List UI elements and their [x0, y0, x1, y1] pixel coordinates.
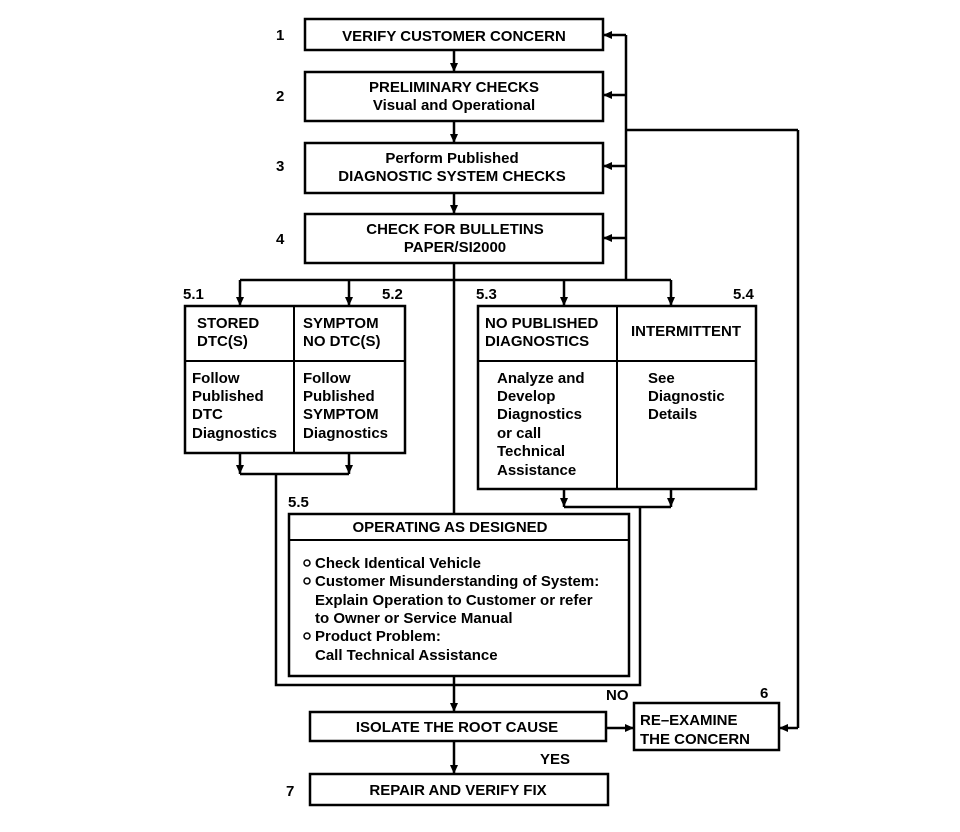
- no-published-body-2: Develop: [497, 388, 555, 405]
- bullet-icon: [303, 577, 311, 585]
- bullet-2-line-3: to Owner or Service Manual: [315, 610, 513, 627]
- symptom-body-4: Diagnostics: [303, 425, 388, 442]
- intermittent-head: INTERMITTENT: [631, 323, 741, 340]
- step-number-1: 1: [276, 27, 284, 44]
- bulletins-line1: CHECK FOR BULLETINS: [366, 221, 544, 238]
- no-label: NO: [606, 687, 629, 704]
- diag-checks-line1: Perform Published: [385, 150, 518, 167]
- re-examine-line-1: RE–EXAMINE: [640, 712, 738, 729]
- box-isolate-root-cause: [308, 710, 608, 743]
- no-published-head-1: NO PUBLISHED: [485, 315, 599, 332]
- step-number-5-4: 5.4: [733, 286, 755, 303]
- box-repair-verify: [308, 772, 610, 807]
- no-published-body-3: Diagnostics: [497, 406, 582, 423]
- step-number-5-1: 5.1: [183, 286, 204, 303]
- symptom-body-1: Follow: [303, 370, 351, 387]
- step-number-5-5: 5.5: [288, 494, 309, 511]
- re-examine-line-2: THE CONCERN: [640, 731, 750, 748]
- symptom-head-1: SYMPTOM: [303, 315, 379, 332]
- intermittent-body-1: See: [648, 370, 675, 387]
- step-number-7: 7: [286, 783, 294, 800]
- bulletins-line2: PAPER/SI2000: [404, 239, 506, 256]
- step-number-5-3: 5.3: [476, 286, 497, 303]
- intermittent-body-2: Diagnostic: [648, 388, 725, 405]
- no-published-body-1: Analyze and: [497, 370, 585, 387]
- stored-dtc-body-1: Follow: [192, 370, 240, 387]
- preliminary-checks-sub: Visual and Operational: [373, 97, 535, 114]
- repair-verify-label: REPAIR AND VERIFY FIX: [369, 782, 546, 799]
- stored-dtc-head-2: DTC(S): [197, 333, 248, 350]
- no-published-body-5: Technical: [497, 443, 565, 460]
- diag-checks-line2: DIAGNOSTIC SYSTEM CHECKS: [338, 168, 566, 185]
- bullet-icon: [303, 632, 311, 640]
- bullet-1-line-1: Check Identical Vehicle: [315, 555, 481, 572]
- stored-dtc-body-2: Published: [192, 388, 264, 405]
- symptom-body-2: Published: [303, 388, 375, 405]
- no-published-body-4: or call: [497, 425, 541, 442]
- step-number-3: 3: [276, 158, 284, 175]
- bullet-icon: [303, 559, 311, 567]
- no-published-body-6: Assistance: [497, 462, 576, 479]
- operating-as-designed-title: OPERATING AS DESIGNED: [352, 519, 547, 536]
- bullet-2-line-2: Explain Operation to Customer or refer: [315, 592, 593, 609]
- bracket-5-5: [274, 474, 642, 687]
- step-number-2: 2: [276, 88, 284, 105]
- no-published-head-2: DIAGNOSTICS: [485, 333, 589, 350]
- yes-label: YES: [540, 751, 570, 768]
- verify-concern-label: VERIFY CUSTOMER CONCERN: [342, 28, 566, 45]
- symptom-body-3: SYMPTOM: [303, 406, 379, 423]
- bullet-3-line-2: Call Technical Assistance: [315, 647, 498, 664]
- step-number-6: 6: [760, 685, 768, 702]
- bullet-3-line-1: Product Problem:: [315, 628, 441, 645]
- step-number-5-2: 5.2: [382, 286, 403, 303]
- box-operating-as-designed: [287, 512, 631, 678]
- stored-dtc-body-4: Diagnostics: [192, 425, 277, 442]
- bullet-2-line-1: Customer Misunderstanding of System:: [315, 573, 599, 590]
- stored-dtc-body-3: DTC: [192, 406, 223, 423]
- step-number-4: 4: [276, 231, 285, 248]
- preliminary-checks-label: PRELIMINARY CHECKS: [369, 79, 539, 96]
- symptom-head-2: NO DTC(S): [303, 333, 381, 350]
- isolate-root-cause-label: ISOLATE THE ROOT CAUSE: [356, 719, 558, 736]
- intermittent-body-3: Details: [648, 406, 697, 423]
- stored-dtc-head-1: STORED: [197, 315, 259, 332]
